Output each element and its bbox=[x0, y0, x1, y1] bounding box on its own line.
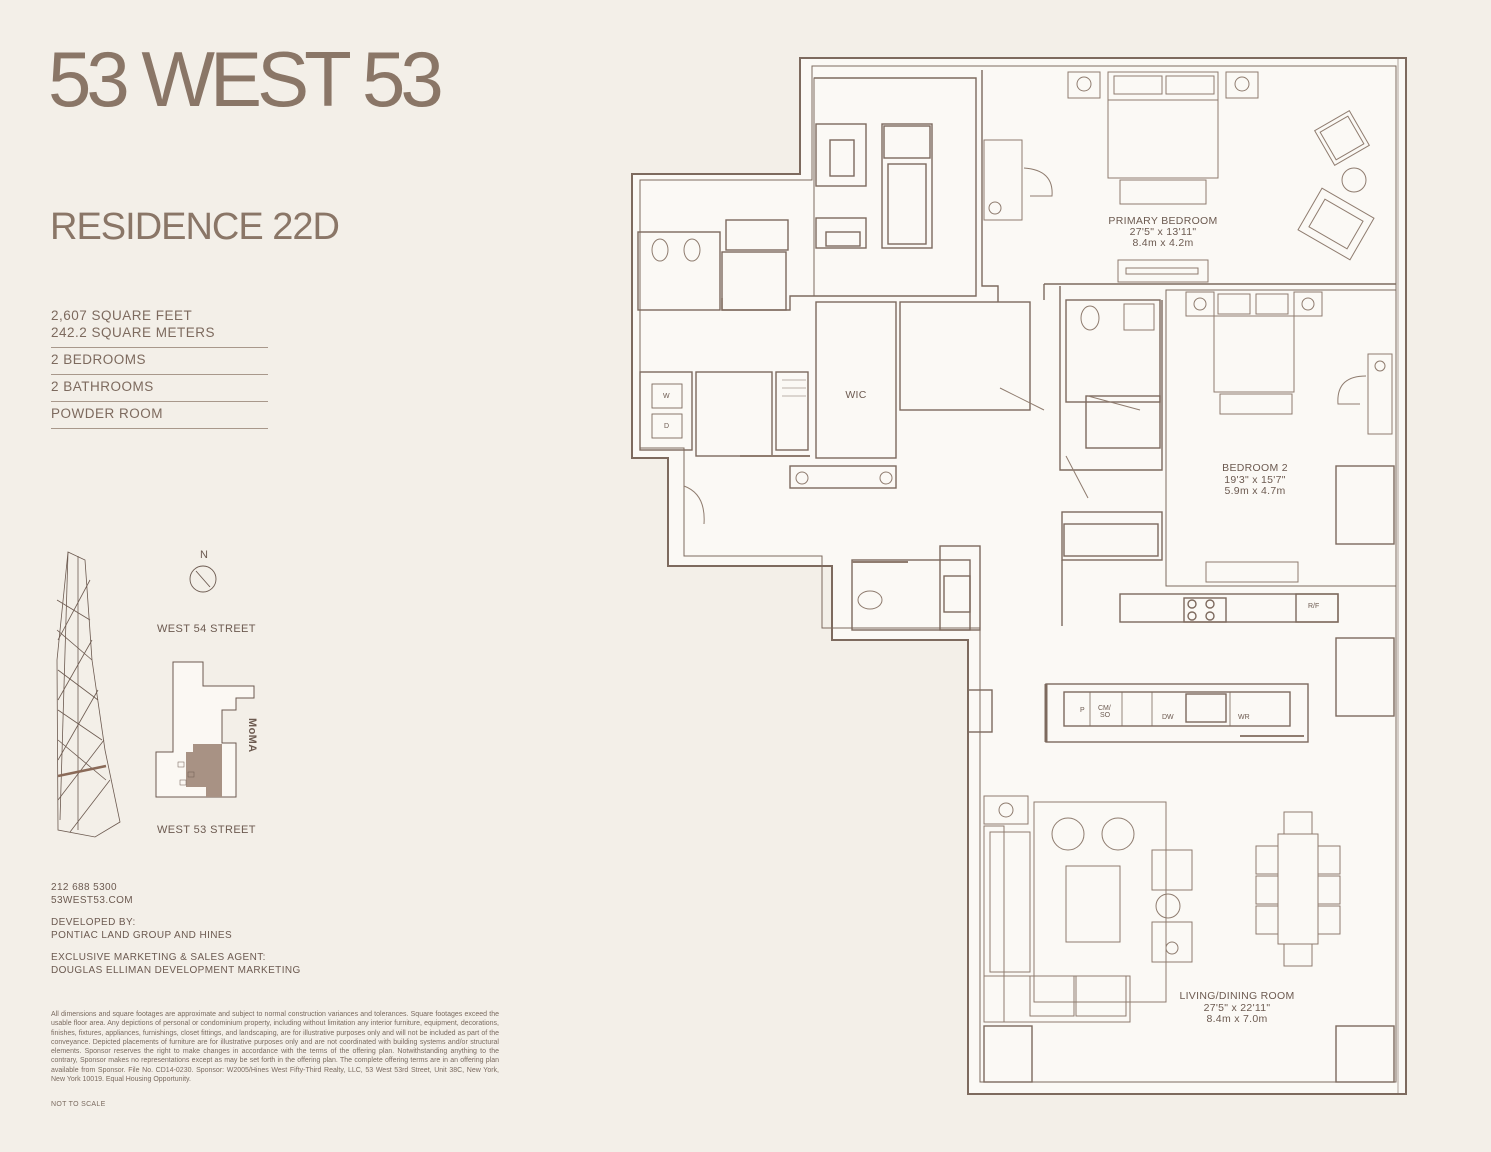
compass-icon bbox=[189, 565, 217, 593]
primary-bedroom-imperial: 27'5" x 13'11" bbox=[1130, 226, 1197, 238]
website: 53WEST53.COM bbox=[51, 894, 134, 906]
tower-sketch bbox=[56, 551, 121, 838]
primary-bedroom-metric: 8.4m x 4.2m bbox=[1132, 237, 1193, 249]
bedroom2-metric: 5.9m x 4.7m bbox=[1224, 485, 1285, 497]
residence-title: RESIDENCE 22D bbox=[50, 206, 340, 248]
street-north-label: WEST 54 STREET bbox=[157, 623, 256, 635]
living-name: LIVING/DINING ROOM bbox=[1179, 990, 1294, 1002]
developed-label: DEVELOPED BY: bbox=[51, 917, 136, 928]
bedrooms-spec: 2 BEDROOMS bbox=[51, 348, 268, 375]
developer: PONTIAC LAND GROUP AND HINES bbox=[51, 929, 233, 941]
locator-graphic bbox=[56, 551, 255, 838]
square-feet: 2,607 SQUARE FEET bbox=[51, 308, 193, 323]
tower-footprint bbox=[186, 744, 222, 797]
washer-label: W bbox=[663, 393, 670, 400]
contact-block: 212 688 5300 53WEST53.COM DEVELOPED BY: … bbox=[51, 882, 301, 977]
wine-label: WR bbox=[1238, 714, 1250, 721]
pantry-label: P bbox=[1080, 707, 1085, 714]
coffee-label-2: SO bbox=[1100, 712, 1111, 719]
square-meters: 242.2 SQUARE METERS bbox=[51, 325, 216, 340]
dishwasher-label: DW bbox=[1162, 714, 1174, 721]
site-plan bbox=[155, 661, 255, 798]
bedroom2-name: BEDROOM 2 bbox=[1222, 462, 1288, 474]
dryer-label: D bbox=[664, 423, 669, 430]
agent: DOUGLAS ELLIMAN DEVELOPMENT MARKETING bbox=[51, 964, 301, 976]
spec-list: 2,607 SQUARE FEET 242.2 SQUARE METERS 2 … bbox=[51, 304, 268, 429]
wic-label: WIC bbox=[845, 389, 866, 401]
exterior-wall bbox=[631, 57, 1407, 1095]
north-label: N bbox=[200, 549, 209, 561]
living-imperial: 27'5" x 22'11" bbox=[1204, 1002, 1271, 1014]
bedroom2-imperial: 19'3" x 15'7" bbox=[1224, 474, 1286, 486]
coffee-label-1: CM/ bbox=[1098, 705, 1111, 712]
disclaimer: All dimensions and square footages are a… bbox=[51, 1011, 499, 1084]
living-metric: 8.4m x 7.0m bbox=[1206, 1013, 1267, 1025]
street-south-label: WEST 53 STREET bbox=[157, 824, 256, 836]
bathrooms-spec: 2 BATHROOMS bbox=[51, 375, 268, 402]
not-to-scale: NOT TO SCALE bbox=[51, 1101, 106, 1108]
brand-title: 53 WEST 53 bbox=[48, 35, 444, 123]
powder-spec: POWDER ROOM bbox=[51, 402, 268, 429]
agent-label: EXCLUSIVE MARKETING & SALES AGENT: bbox=[51, 952, 266, 963]
phone: 212 688 5300 bbox=[51, 882, 117, 893]
site-locator: N WEST 54 STREET WEST 53 STREET MoMA bbox=[0, 540, 320, 850]
area-spec: 2,607 SQUARE FEET 242.2 SQUARE METERS bbox=[51, 304, 268, 348]
fridge-label: R/F bbox=[1308, 603, 1319, 610]
primary-bedroom-name: PRIMARY BEDROOM bbox=[1108, 215, 1217, 227]
